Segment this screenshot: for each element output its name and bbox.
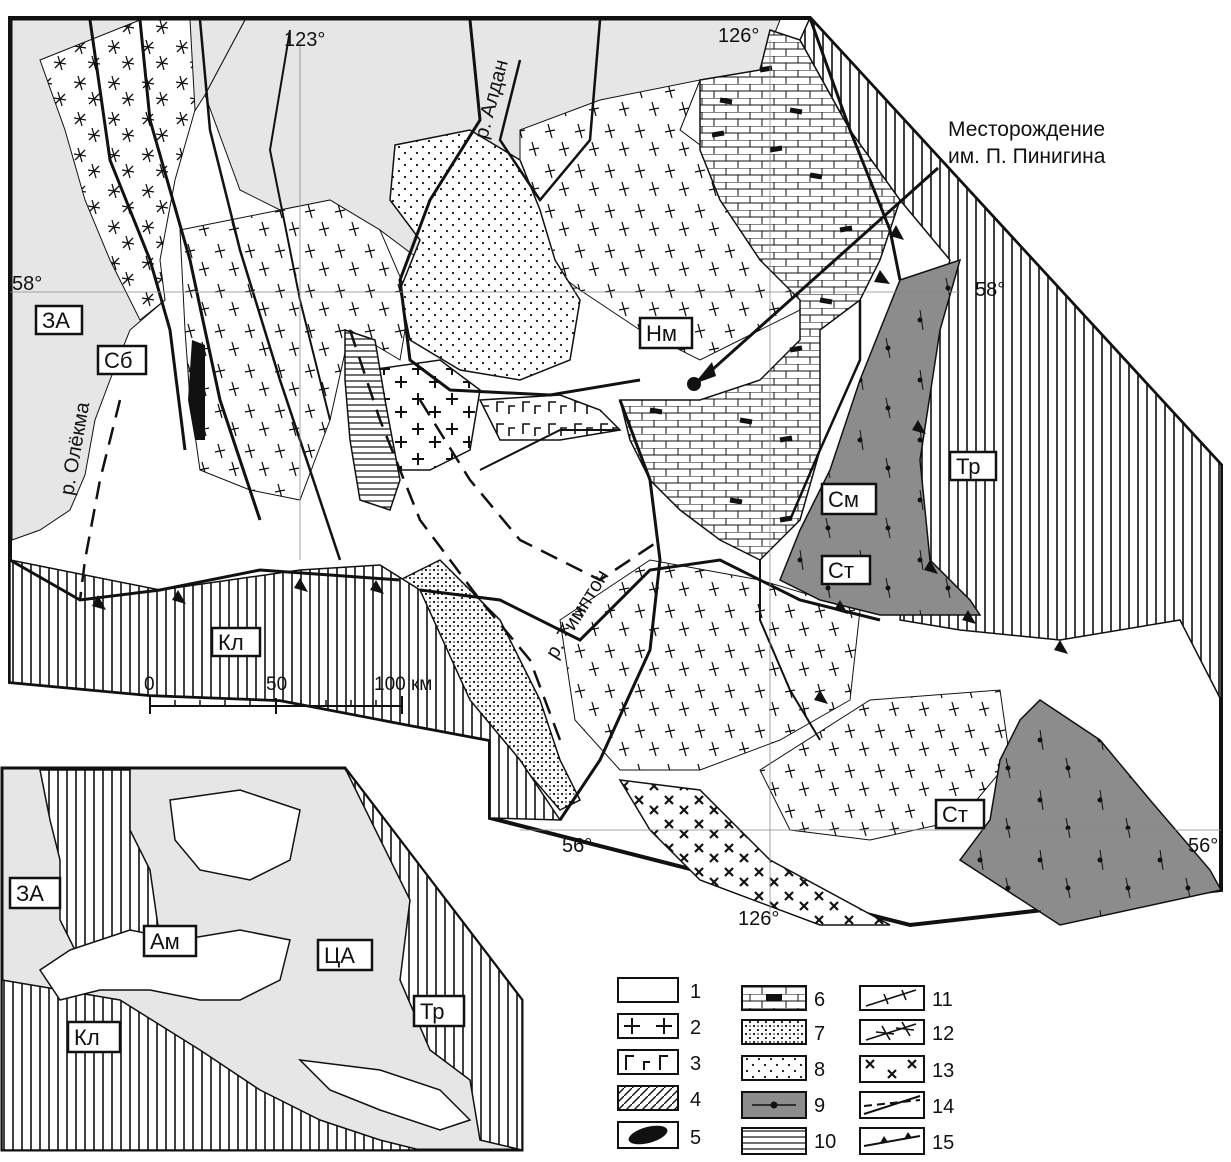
deposit-label-line1: Месторождение [948, 118, 1105, 141]
svg-text:12: 12 [932, 1023, 954, 1045]
svg-text:ЗА: ЗА [42, 308, 70, 333]
box-nm: Нм [638, 316, 694, 350]
legend-item-7: 7 [741, 1019, 825, 1045]
inset-map: ЗА Ам ЦА Кл Тр [0, 766, 524, 1152]
unit-asterisk-belt [39, 19, 196, 321]
box-sm: См [820, 482, 878, 516]
inset-box-am: Ам [142, 924, 198, 958]
svg-text:Ам: Ам [150, 929, 180, 954]
lon-label-top-right: 126° [718, 25, 759, 47]
svg-text:9: 9 [814, 1095, 825, 1117]
svg-text:8: 8 [814, 1059, 825, 1081]
deposit-marker [687, 166, 939, 391]
intrusion-body [188, 340, 205, 440]
legend-item-9: 9 [741, 1091, 825, 1119]
svg-text:Сб: Сб [104, 348, 133, 373]
svg-text:5: 5 [690, 1127, 701, 1149]
legend-item-4: 4 [617, 1085, 701, 1111]
fault-lines [9, 17, 902, 821]
svg-text:1: 1 [690, 981, 701, 1003]
svg-text:2: 2 [690, 1017, 701, 1039]
lat-label-bottom-right: 56° [1188, 835, 1218, 857]
inset-vertical-belt-east [344, 767, 523, 1151]
svg-text:Кл: Кл [218, 630, 244, 655]
legend-item-14: 14 [859, 1091, 954, 1119]
svg-text:Нм: Нм [646, 321, 677, 346]
inset-box-ca: ЦА [316, 938, 374, 972]
svg-text:10: 10 [814, 1131, 836, 1153]
box-st-south: Ст [934, 798, 986, 830]
inset-white-north [169, 789, 301, 881]
legend-item-12: 12 [859, 1019, 954, 1045]
svg-text:ЦА: ЦА [324, 943, 355, 968]
svg-text:Ст: Ст [942, 802, 968, 827]
legend-item-3: 3 [617, 1049, 701, 1075]
svg-text:ЗА: ЗА [16, 881, 44, 906]
svg-text:6: 6 [814, 989, 825, 1011]
graticule [10, 40, 1221, 920]
legend-item-2: 2 [617, 1013, 701, 1039]
inset-white-coast [297, 1058, 472, 1131]
svg-text:3: 3 [690, 1053, 701, 1075]
scale-tick-100: 100 км [374, 674, 432, 695]
main-map: 123° 126° 58° 58° 56° 56° 126° р. Алдан … [8, 16, 1223, 930]
box-sb: Сб [96, 344, 148, 376]
legend: 1 2 3 4 5 6 7 [617, 977, 954, 1155]
svg-text:Тр: Тр [420, 999, 444, 1024]
lat-label-left: 58° [12, 273, 42, 295]
svg-text:Кл: Кл [74, 1025, 100, 1050]
inset-box-za: ЗА [8, 876, 62, 910]
scale-tick-0: 0 [144, 674, 155, 695]
legend-item-1: 1 [617, 977, 701, 1003]
inset-box-tr: Тр [412, 994, 466, 1028]
inset-box-kl: Кл [66, 1020, 122, 1054]
svg-text:Тр: Тр [956, 454, 980, 479]
lon-label-bottom: 126° [738, 908, 779, 930]
legend-item-5: 5 [617, 1121, 701, 1149]
dashed-boundary-lines [78, 329, 661, 741]
legend-item-13: 13 [859, 1055, 954, 1083]
legend-item-15: 15 [859, 1127, 954, 1155]
svg-text:13: 13 [932, 1060, 954, 1082]
svg-text:7: 7 [814, 1023, 825, 1045]
unit-dark-gray-north [779, 258, 982, 616]
svg-text:Ст: Ст [828, 558, 854, 583]
box-za: ЗА [34, 304, 84, 336]
scale-tick-50: 50 [266, 674, 287, 695]
legend-item-10: 10 [741, 1127, 836, 1155]
legend-item-8: 8 [741, 1055, 825, 1081]
box-st-north: Ст [820, 554, 872, 586]
svg-text:14: 14 [932, 1096, 954, 1118]
deposit-label-line2: им. П. Пинигина [948, 145, 1106, 168]
unit-horizontal-lines [344, 328, 401, 511]
svg-text:11: 11 [932, 989, 953, 1011]
lat-label-right: 58° [975, 279, 1005, 301]
svg-text:См: См [828, 487, 859, 512]
scale-bar: 0 50 100 км [144, 674, 432, 714]
svg-text:15: 15 [932, 1132, 954, 1154]
thrust-teeth [92, 225, 1068, 704]
box-tr: Тр [948, 450, 998, 482]
legend-item-6: 6 [741, 985, 825, 1011]
unit-foliated-gneiss-south [559, 559, 861, 771]
legend-item-11: 11 [859, 985, 953, 1011]
unit-dark-gray-south [958, 699, 1223, 926]
unit-dotted-sediment-north [389, 129, 581, 381]
lat-label-bottom-left: 56° [562, 835, 592, 857]
unit-crosses [618, 779, 891, 926]
box-kl: Кл [210, 626, 262, 658]
svg-text:4: 4 [690, 1089, 701, 1111]
lon-label-top-left: 123° [284, 29, 325, 51]
